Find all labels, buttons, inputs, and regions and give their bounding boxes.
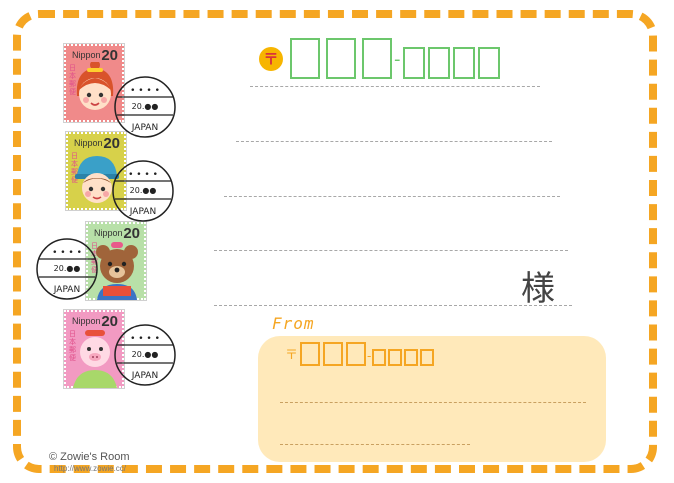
- boy-face-icon: [75, 156, 119, 203]
- postmark-date: 20.●●: [54, 264, 81, 273]
- card-frame: [13, 10, 657, 473]
- zip-box[interactable]: [362, 38, 392, 79]
- stamp-nippon-label: Nippon: [74, 138, 103, 148]
- name-line[interactable]: [214, 305, 572, 306]
- zip-box[interactable]: [402, 47, 425, 79]
- zip-box[interactable]: [290, 38, 320, 79]
- pig-face-icon: [73, 330, 117, 388]
- postmark-icon: • • • • 20.●● JAPAN: [112, 160, 174, 222]
- sender-name-line[interactable]: [280, 444, 470, 445]
- recipient-postal-code[interactable]: -: [290, 38, 500, 79]
- credit-url[interactable]: http://www.zowie.cc/: [54, 464, 127, 473]
- postmark-country: JAPAN: [129, 207, 156, 217]
- sender-postal-code[interactable]: -: [300, 342, 435, 366]
- address-line[interactable]: [236, 141, 552, 142]
- sender-zip-box[interactable]: [420, 349, 435, 366]
- stamp-nippon-label: Nippon: [94, 228, 123, 238]
- postmark-date: 20.●●: [132, 102, 159, 111]
- stamp-nippon-label: Nippon: [72, 50, 101, 60]
- stamp-nippon-label: Nippon: [72, 316, 101, 326]
- stamp-2: Nippon 20 日本郵便: [65, 131, 127, 211]
- postmark-country: JAPAN: [131, 123, 158, 133]
- zip-separator: -: [394, 49, 401, 70]
- credit-text: © Zowie's Room: [49, 451, 130, 463]
- sender-zip-box[interactable]: [404, 349, 419, 366]
- from-label: From: [272, 314, 315, 333]
- postmark-date: 20.●●: [132, 350, 159, 359]
- zip-box[interactable]: [427, 47, 450, 79]
- sender-zip-box[interactable]: [388, 349, 403, 366]
- stamp-value: 20: [101, 313, 118, 330]
- sender-zip-box[interactable]: [372, 349, 387, 366]
- address-line[interactable]: [224, 196, 560, 197]
- sender-zip-box[interactable]: [300, 342, 320, 366]
- zip-box[interactable]: [477, 47, 500, 79]
- stamp-vertical-text: 日本郵便: [69, 64, 76, 96]
- zip-separator: -: [367, 349, 372, 363]
- recipient-honorific: 様: [521, 269, 555, 309]
- svg-text:• • • •: • • • •: [52, 248, 82, 258]
- stamp-4: Nippon 20 日本郵便: [63, 309, 125, 389]
- svg-text:• • • •: • • • •: [130, 86, 160, 96]
- svg-text:• • • •: • • • •: [128, 170, 158, 180]
- girl-face-icon: [76, 62, 114, 110]
- stamp-1: Nippon 20 日本郵便: [63, 43, 125, 123]
- stamp-vertical-text: 日本郵便: [71, 152, 78, 184]
- stamp-value: 20: [103, 135, 120, 152]
- zip-box[interactable]: [452, 47, 475, 79]
- stamp-value: 20: [101, 47, 118, 64]
- sender-box: [258, 336, 606, 462]
- postmark-icon: • • • • 20.●● JAPAN: [114, 76, 176, 138]
- sender-address-line[interactable]: [280, 402, 586, 403]
- postmark-icon: • • • • 20.●● JAPAN: [114, 324, 176, 386]
- stamp-3: Nippon 20 日本郵便: [85, 221, 147, 301]
- sender-zip-box[interactable]: [323, 342, 343, 366]
- address-line[interactable]: [250, 86, 540, 87]
- postal-mark-icon: 〒: [259, 47, 283, 71]
- postmark-date: 20.●●: [130, 186, 157, 195]
- stamp-vertical-text: 日本郵便: [69, 330, 76, 362]
- postmark-country: JAPAN: [53, 285, 80, 295]
- address-line[interactable]: [214, 250, 568, 251]
- stamp-vertical-text: 日本郵便: [91, 242, 98, 274]
- sender-zip-box[interactable]: [346, 342, 366, 366]
- svg-text:• • • •: • • • •: [130, 334, 160, 344]
- zip-box[interactable]: [326, 38, 356, 79]
- stamp-value: 20: [123, 225, 140, 242]
- postmark-icon: • • • • 20.●● JAPAN: [36, 238, 98, 300]
- sender-postal-mark-icon: 〒: [285, 348, 299, 363]
- postmark-country: JAPAN: [131, 371, 158, 381]
- bear-face-icon: [96, 242, 138, 300]
